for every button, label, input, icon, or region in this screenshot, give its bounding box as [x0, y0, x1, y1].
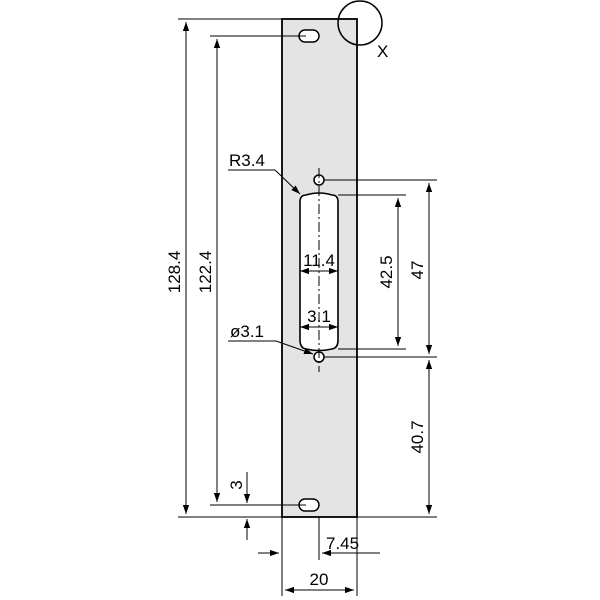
label-bottom-offset: 40.7: [408, 420, 427, 453]
detail-marker-label: X: [377, 42, 388, 61]
label-hole-spacing: 47: [408, 261, 427, 280]
leader-radius: [228, 169, 301, 195]
label-hole-x: 7.45: [326, 534, 359, 553]
detail-circle: [337, 0, 383, 46]
label-hole-diameter: ø3.1: [230, 322, 264, 341]
label-radius: R3.4: [229, 151, 265, 170]
dimension-hole-x: [258, 517, 380, 596]
leader-hole-diameter: [228, 340, 314, 355]
label-inner-width: 3.1: [307, 307, 331, 326]
label-cutout-height: 42.5: [377, 255, 396, 288]
label-hole-height: 122.4: [196, 251, 215, 294]
label-cutout-width: 11.4: [303, 251, 335, 270]
label-overall-height: 128.4: [165, 251, 184, 294]
dimension-hole-spacing: [324, 179, 437, 358]
label-panel-width: 20: [310, 570, 329, 589]
dimension-panel-width: [285, 517, 358, 596]
dimension-bottom-offset: [357, 360, 437, 518]
dimension-cutout-height: [338, 194, 406, 350]
dimension-overall-height: [178, 18, 282, 518]
label-hole-offset: 3: [227, 480, 246, 489]
dimension-hole-height: [210, 35, 306, 506]
